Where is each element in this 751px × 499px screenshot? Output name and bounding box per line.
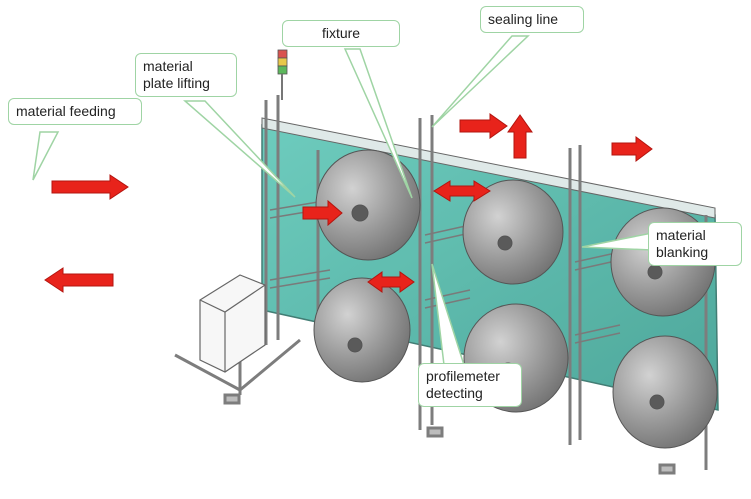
arrow-icon: [459, 113, 508, 139]
label-material-feeding: material feeding: [8, 98, 142, 125]
roll: [313, 277, 411, 383]
flow-arrows: [44, 113, 653, 293]
control-cabinet: [199, 274, 266, 373]
label-fixture: fixture: [282, 20, 400, 47]
label-profilemeter-detecting: profilemeter detecting: [418, 363, 522, 407]
pointer-material-feeding: [32, 131, 60, 181]
label-sealing-line: sealing line: [480, 6, 584, 33]
base: [174, 338, 676, 475]
signal-tower-icon: [277, 49, 288, 100]
arrow-icon: [302, 199, 343, 227]
pointer-fixture: [343, 48, 413, 199]
arrow-icon: [367, 271, 415, 293]
pointer-sealing-line: [431, 35, 530, 128]
roll: [315, 149, 421, 261]
arrow-icon: [44, 267, 114, 293]
roll: [462, 179, 564, 285]
label-material-blanking: material blanking: [648, 222, 742, 266]
arrow-icon: [433, 180, 491, 202]
arrow-icon: [51, 174, 129, 200]
roll: [612, 335, 718, 449]
arrow-icon: [507, 114, 533, 159]
callout-pointers: [32, 35, 653, 366]
arrow-icon: [611, 136, 653, 162]
pointer-plate-lifting: [183, 100, 296, 198]
label-material-plate-lifting: material plate lifting: [135, 53, 237, 97]
top-rail: [261, 117, 716, 219]
